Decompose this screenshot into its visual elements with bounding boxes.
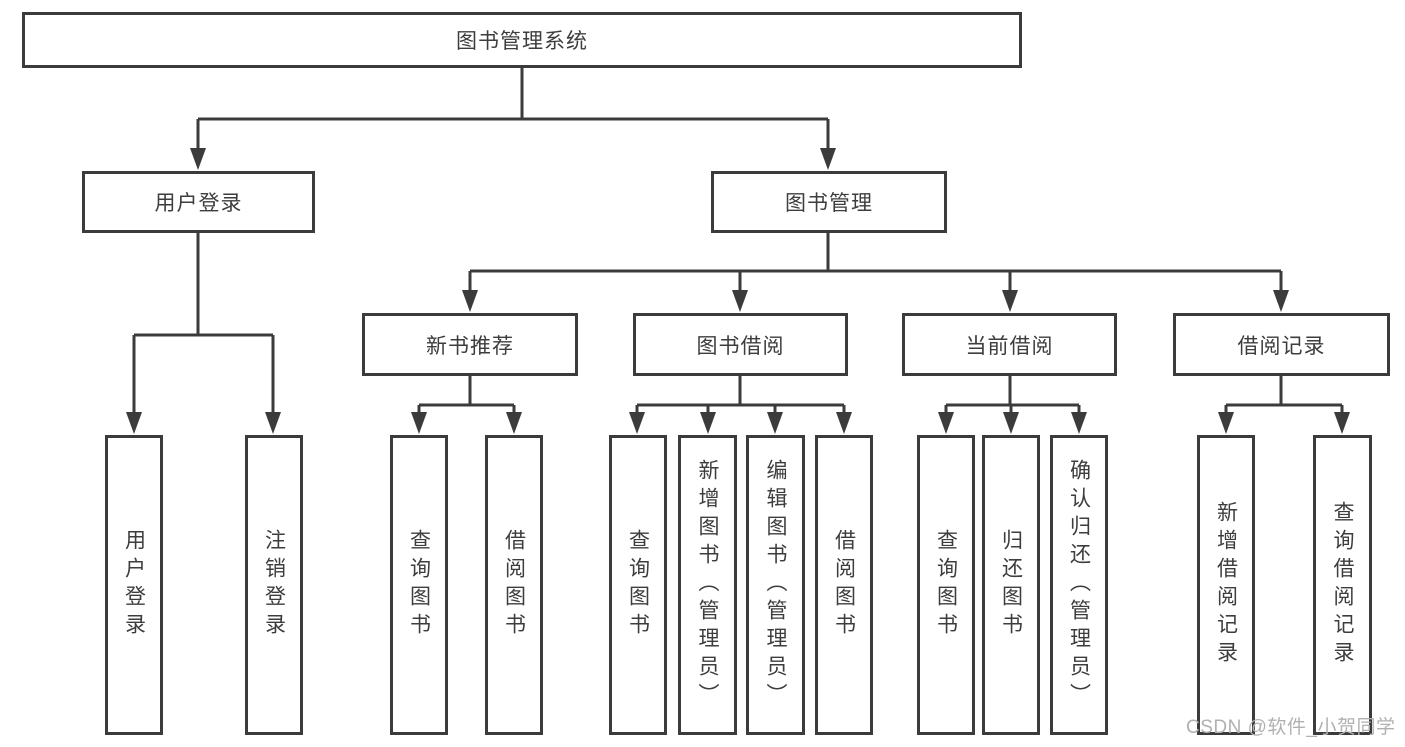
arrow-down-icon	[836, 412, 852, 434]
node-leaf-add-books-admin-label: 新增图书（管理员）	[696, 459, 719, 711]
node-leaf-query-borrow-record: 查询借阅记录	[1313, 435, 1372, 735]
arrow-down-icon	[411, 412, 427, 434]
node-book-management: 图书管理	[711, 171, 947, 233]
node-leaf-borrow-books-label: 借阅图书	[832, 529, 856, 641]
node-leaf-query-borrow-record-label: 查询借阅记录	[1331, 501, 1354, 669]
arrow-down-icon	[462, 290, 478, 312]
node-current-borrow: 当前借阅	[902, 313, 1117, 376]
node-leaf-borrow-books-recommend-label: 借阅图书	[502, 529, 526, 641]
arrow-down-icon	[1071, 412, 1087, 434]
node-leaf-query-books-borrow-label: 查询图书	[626, 529, 650, 641]
arrow-down-icon	[700, 412, 716, 434]
node-user-login: 用户登录	[82, 171, 315, 233]
node-user-login-label: 用户登录	[154, 192, 243, 215]
node-leaf-query-books-recommend: 查询图书	[390, 435, 448, 735]
connector-borrow-to-children	[635, 376, 846, 416]
arrow-down-icon	[1002, 290, 1018, 312]
arrow-down-icon	[1273, 290, 1289, 312]
node-leaf-user-login-label: 用户登录	[122, 529, 146, 641]
node-leaf-query-books-current-label: 查询图书	[934, 529, 958, 641]
node-current-borrow-label: 当前借阅	[965, 334, 1054, 358]
connector-userlogin-to-children	[132, 233, 275, 416]
node-borrow-record: 借阅记录	[1173, 313, 1390, 376]
node-leaf-logout-label: 注销登录	[262, 529, 286, 641]
arrow-down-icon	[1003, 412, 1019, 434]
node-leaf-user-login: 用户登录	[105, 435, 163, 735]
node-book-borrow: 图书借阅	[633, 313, 848, 376]
connector-current-to-children	[944, 376, 1081, 416]
node-leaf-query-books-current: 查询图书	[917, 435, 975, 735]
connector-bookmgmt-to-children	[468, 233, 1283, 292]
node-leaf-add-books-admin: 新增图书（管理员）	[678, 435, 737, 735]
connector-recommend-to-children	[417, 376, 516, 416]
node-leaf-add-borrow-record: 新增借阅记录	[1197, 435, 1255, 735]
arrow-down-icon	[506, 412, 522, 434]
arrow-down-icon	[767, 412, 783, 434]
node-system: 图书管理系统	[22, 12, 1022, 68]
arrow-down-icon	[190, 148, 206, 170]
node-leaf-query-books-recommend-label: 查询图书	[407, 529, 431, 641]
node-leaf-borrow-books-recommend: 借阅图书	[485, 435, 543, 735]
arrow-down-icon	[1334, 412, 1350, 434]
node-leaf-borrow-books: 借阅图书	[815, 435, 873, 735]
node-leaf-query-books-borrow: 查询图书	[609, 435, 667, 735]
node-leaf-return-books: 归还图书	[982, 435, 1040, 735]
connector-record-to-children	[1224, 376, 1344, 416]
node-leaf-confirm-return-admin: 确认归还（管理员）	[1050, 435, 1108, 735]
node-leaf-return-books-label: 归还图书	[999, 529, 1023, 641]
node-leaf-edit-books-admin-label: 编辑图书（管理员）	[764, 459, 787, 711]
node-system-label: 图书管理系统	[456, 30, 588, 53]
node-leaf-edit-books-admin: 编辑图书（管理员）	[746, 435, 805, 735]
node-book-management-label: 图书管理	[785, 192, 873, 215]
node-book-borrow-label: 图书借阅	[696, 334, 785, 358]
arrow-down-icon	[732, 290, 748, 312]
arrow-down-icon	[938, 412, 954, 434]
arrow-down-icon	[1218, 412, 1234, 434]
arrow-down-icon	[126, 412, 142, 434]
arrow-down-icon	[265, 412, 281, 434]
node-borrow-record-label: 借阅记录	[1237, 334, 1326, 358]
node-leaf-add-borrow-record-label: 新增借阅记录	[1214, 501, 1238, 669]
arrow-down-icon	[820, 148, 836, 170]
node-new-book-recommend-label: 新书推荐	[426, 334, 514, 358]
node-new-book-recommend: 新书推荐	[362, 313, 578, 376]
csdn-watermark: CSDN @软件_小贺同学	[1186, 717, 1396, 738]
node-leaf-logout: 注销登录	[245, 435, 303, 735]
arrow-down-icon	[629, 412, 645, 434]
connector-root-to-level1	[196, 68, 830, 150]
node-leaf-confirm-return-admin-label: 确认归还（管理员）	[1067, 459, 1091, 711]
